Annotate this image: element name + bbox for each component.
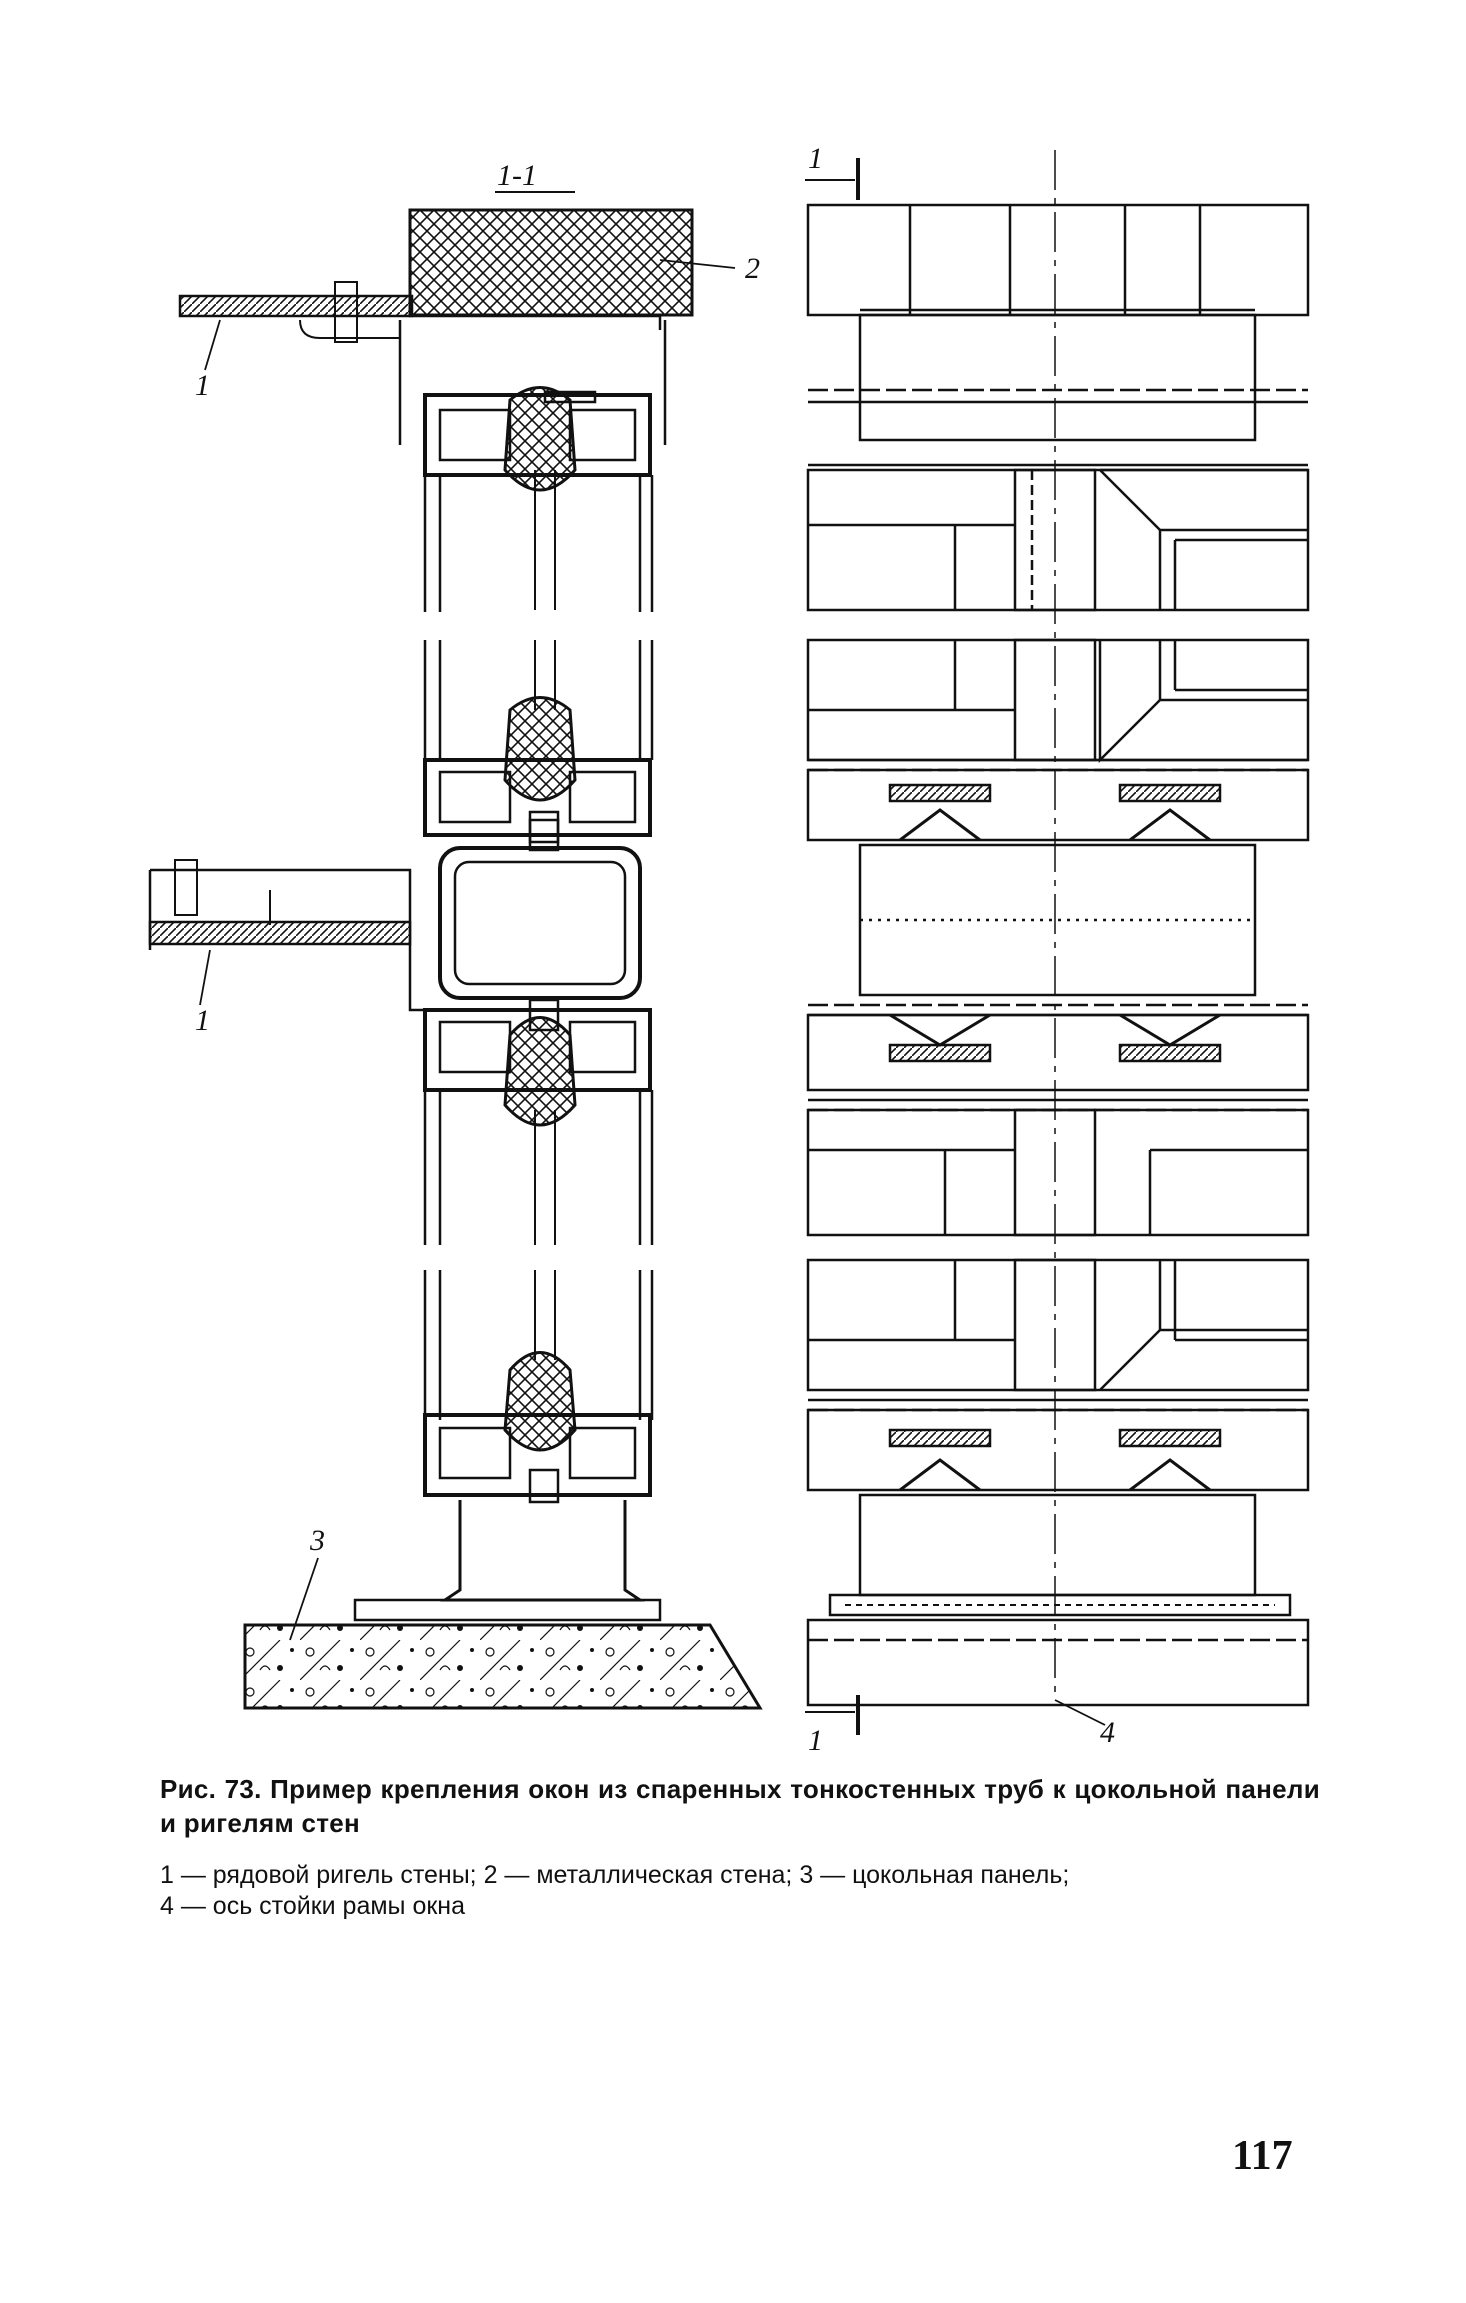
wall-rail-top (178, 294, 414, 318)
wall-rail-middle (148, 920, 412, 946)
figure-caption: Рис. 73. Пример крепления окон из спарен… (160, 1774, 1320, 1838)
plinth-panel (243, 1623, 763, 1710)
section-label: 1-1 (497, 159, 537, 192)
label-1-top: 1 (195, 369, 210, 402)
section-view: 1-1 2 1 (148, 159, 763, 1710)
legend-line-2: 4 — ось стойки рамы окна (160, 1892, 466, 1920)
technical-drawing: 1-1 2 1 (148, 142, 1310, 1757)
metal-wall-panel (408, 208, 694, 317)
page-number: 117 (1232, 2133, 1293, 2179)
elevation-view: 1 1 4 (805, 142, 1310, 1757)
label-1-middle: 1 (195, 1004, 210, 1037)
label-3: 3 (309, 1524, 325, 1557)
frame-node-2 (423, 696, 652, 844)
section-mark-top: 1 (808, 142, 823, 175)
base-profile (440, 1500, 645, 1602)
label-4: 4 (1100, 1716, 1115, 1749)
label-2: 2 (745, 252, 760, 285)
sash-tube (438, 846, 642, 1000)
frame-node-3 (423, 998, 652, 1245)
frame-node-1 (423, 386, 652, 610)
figure-legend: 1 — рядовой ригель стены; 2 — металличес… (160, 1860, 1320, 1922)
section-mark-bottom: 1 (808, 1724, 823, 1757)
frame-node-4 (423, 1351, 652, 1504)
legend-line-1: 1 — рядовой ригель стены; 2 — металличес… (160, 1861, 1070, 1889)
